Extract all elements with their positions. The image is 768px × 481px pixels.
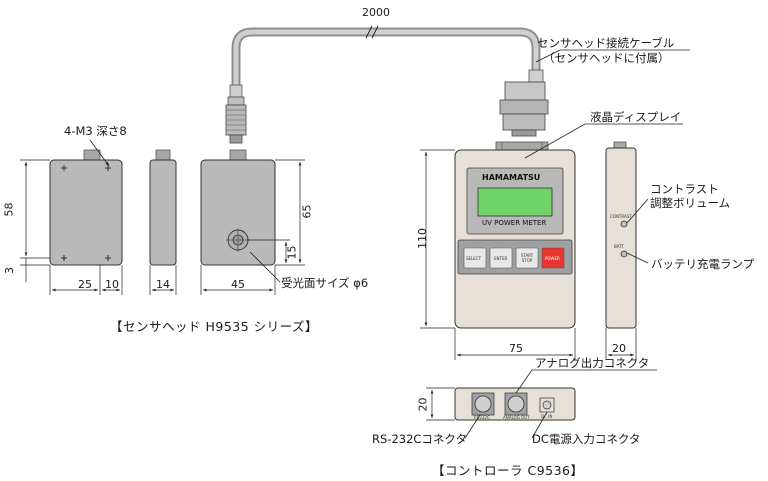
battery-lamp-label: バッテリ充電ランプ [651,257,755,271]
batt-small-label: BATT [614,244,624,249]
dc-in-label: DC電源入力コネクタ [532,432,641,446]
contrast-small-label: CONTRAST [610,214,632,219]
rs232c-small-label: RS232C [474,415,490,420]
dim-height-58: 58 [2,202,16,217]
analog-small-label: ANALOG OUT [503,415,530,420]
contrast-label-2: 調整ボリューム [650,196,731,210]
rs232c-label: RS-232Cコネクタ [372,432,467,446]
sensor-dimension-lines [20,159,305,295]
power-label: POWER [545,256,560,261]
dim-75: 75 [509,342,523,355]
start-stop-button[interactable] [515,247,539,269]
dcin-small-label: DC IN [541,414,553,419]
cable-label: センサヘッド接続ケーブル [537,36,675,50]
lcd-label: 液晶ディスプレイ [590,110,682,124]
select-button[interactable] [463,247,487,269]
controller-dimension-lines [420,149,637,421]
controller-caption: 【コントローラ C9536】 [432,463,584,478]
sensor-cable [225,25,549,144]
dim-45: 45 [231,278,245,291]
dim-25: 25 [78,278,92,291]
dim-10: 10 [105,278,119,291]
power-button[interactable] [541,247,565,269]
dim-14: 14 [156,278,170,291]
sensor-head-caption: 【センサヘッド H9535 シリーズ】 [110,319,319,334]
dim-110: 110 [416,228,429,249]
display-model-text: UV POWER METER [482,219,547,227]
cable-length-label: 2000 [362,6,390,19]
contrast-knob[interactable] [620,220,628,228]
sensor-head-side-view [149,149,177,266]
controller-front-view [454,141,576,329]
dim-20: 20 [612,342,626,355]
mounting-hole-label: 4-M3 深さ8 [64,124,127,138]
brand-logo: HAMAMATSU [482,173,541,182]
dim-15: 15 [285,245,299,260]
sensor-head-top-view [49,149,123,266]
start-stop-label: START STOP [520,253,534,263]
sensor-head-front-view [200,149,276,266]
aperture-label: 受光面サイズ φ6 [281,276,369,290]
enter-button[interactable] [489,247,513,269]
controller-side-view [605,141,637,329]
dim-offset-3: 3 [3,267,16,274]
analog-out-label: アナログ出力コネクタ [535,356,650,370]
lcd-leader [524,123,586,159]
select-label: SELECT [466,256,482,261]
contrast-label: コントラスト [650,182,719,196]
enter-label: ENTER [494,256,508,261]
dim-rear-20: 20 [416,397,430,412]
cable-sublabel: （センサヘッドに付属） [543,51,670,65]
battery-lamp [620,250,628,258]
dim-65: 65 [300,204,314,219]
cable-leader [535,49,561,63]
